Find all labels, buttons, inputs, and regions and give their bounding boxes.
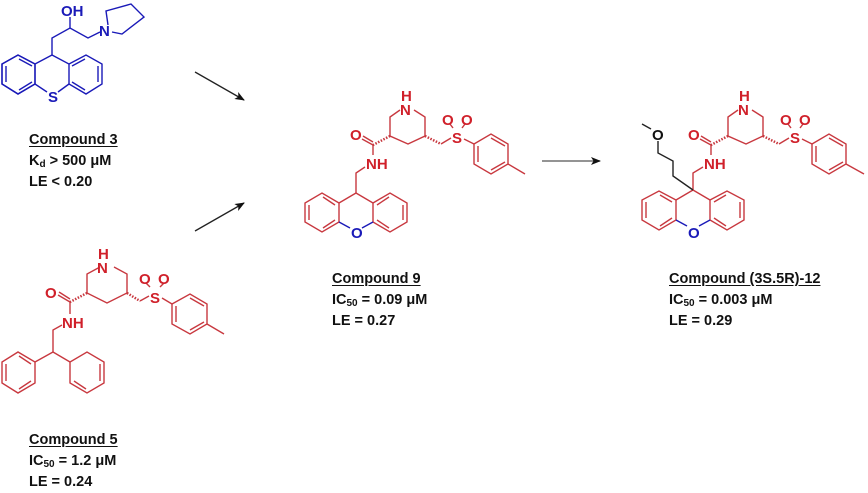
compound-3-label: Compound 3 Kd > 500 μM LE < 0.20 (29, 130, 118, 193)
atom-h: H (98, 246, 109, 263)
compound-name: Compound (3S.5R)-12 (669, 271, 821, 287)
atom-o1: O (139, 271, 151, 288)
atom-o-ring: O (351, 225, 363, 242)
compound-name: Compound 3 (29, 132, 118, 148)
atom-o-ring: O (688, 225, 700, 242)
compound-9-o-bonds (338, 221, 374, 229)
compound-3-atoms: OH N S (48, 3, 110, 106)
compound-5-label: Compound 5 IC50 = 1.2 μM LE = 0.24 (29, 430, 118, 493)
atom-oh: OH (61, 3, 84, 20)
atom-s: S (150, 290, 160, 307)
compound-12-o-bonds (675, 219, 711, 227)
atom-n: N (400, 102, 411, 119)
compound-3-structure (1, 3, 146, 95)
compound-12-side-chain (641, 123, 694, 191)
compound-9-structure (304, 109, 526, 233)
ligand-efficiency: LE < 0.20 (29, 174, 93, 190)
affinity-value: Kd > 500 μM (29, 153, 112, 170)
ic50-value: IC50 = 1.2 μM (29, 453, 117, 470)
atom-nh: NH (62, 315, 84, 332)
atom-o2: O (461, 112, 473, 129)
arrow-5-to-9 (194, 202, 245, 232)
ligand-efficiency: LE = 0.24 (29, 474, 93, 490)
atom-nh: NH (366, 156, 388, 173)
atom-o1: O (442, 112, 454, 129)
compound-5-atoms: H N O NH S O O (45, 246, 170, 332)
compound-9-label: Compound 9 IC50 = 0.09 μM LE = 0.27 (332, 269, 427, 332)
compound-name: Compound 9 (332, 271, 421, 287)
atom-o2: O (799, 112, 811, 129)
compound-name: Compound 5 (29, 432, 118, 448)
atom-o2: O (158, 271, 170, 288)
atom-o1: O (780, 112, 792, 129)
arrows (194, 71, 601, 232)
arrow-3-to-9 (194, 71, 245, 101)
atom-s: S (48, 89, 58, 106)
compound-12-label: Compound (3S.5R)-12 IC50 = 0.003 μM LE =… (669, 269, 820, 332)
compound-9-atoms: H N O NH S O O O (350, 88, 473, 242)
ligand-efficiency: LE = 0.27 (332, 313, 396, 329)
atom-o-carbonyl: O (45, 285, 57, 302)
atom-o-ether: O (652, 127, 664, 144)
ic50-value: IC50 = 0.09 μM (332, 292, 428, 309)
ligand-efficiency: LE = 0.29 (669, 313, 733, 329)
atom-o-carbonyl: O (688, 127, 700, 144)
atom-s: S (790, 130, 800, 147)
atom-nh: NH (704, 156, 726, 173)
atom-n: N (738, 102, 749, 119)
ic50-value: IC50 = 0.003 μM (669, 292, 773, 309)
atom-s: S (452, 130, 462, 147)
atom-n: N (99, 23, 110, 40)
atom-o-carbonyl: O (350, 127, 362, 144)
atom-h: H (739, 88, 750, 105)
compound-12-atoms: H N O NH S O O O O (652, 88, 811, 242)
atom-n: N (97, 260, 108, 277)
compound-5-structure (1, 266, 225, 394)
compound-12-structure (641, 109, 865, 231)
atom-h: H (401, 88, 412, 105)
